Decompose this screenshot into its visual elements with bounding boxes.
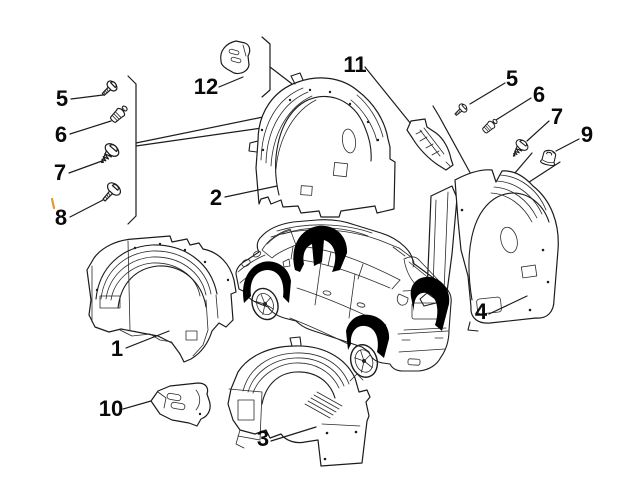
leader-1 xyxy=(125,330,170,349)
leader-12 xyxy=(218,76,244,88)
callout-8-left: 8 xyxy=(55,205,67,230)
callout-11: 11 xyxy=(343,52,366,77)
vehicle-illustration xyxy=(235,219,452,378)
leader-left-7 xyxy=(68,160,103,174)
rear-left-wheel xyxy=(349,344,379,378)
callout-2: 2 xyxy=(210,185,222,210)
rivet-clip-icon xyxy=(108,103,131,125)
part-1-details xyxy=(91,240,230,357)
part-4-details xyxy=(460,174,550,332)
leader-3 xyxy=(270,426,317,442)
part-3-rear-liner: 3 xyxy=(227,336,371,467)
part-2-front-liner: 2 xyxy=(210,72,396,218)
part-11-bracket-piece: 11 xyxy=(343,52,454,171)
leader-right-6 xyxy=(495,97,532,121)
front-right-arch-highlight xyxy=(293,225,348,272)
callout-5-left: 5 xyxy=(56,86,68,111)
leader-11 xyxy=(364,66,412,125)
callout-1: 1 xyxy=(111,336,123,361)
callout-9: 9 xyxy=(581,122,593,147)
leader-2 xyxy=(224,185,278,198)
part-12-bracket-piece: 12 xyxy=(194,40,251,99)
part-2-details xyxy=(248,72,384,196)
callout-7-left: 7 xyxy=(54,160,66,185)
left-fastener-group: 5 6 7 8 xyxy=(54,78,131,230)
cap-nut-icon xyxy=(539,148,559,168)
screw-icon xyxy=(452,101,470,119)
front-left-wheel xyxy=(251,287,279,321)
rear-left-arch-highlight xyxy=(346,314,390,358)
part-10-details xyxy=(157,389,202,416)
leader-right-7 xyxy=(526,120,550,142)
leader-left-6 xyxy=(69,120,112,135)
leader-left-5 xyxy=(70,94,104,100)
rear-right-arch-highlight xyxy=(410,276,450,331)
callout-3: 3 xyxy=(257,426,269,451)
part-4-rear-liner: 4 xyxy=(419,169,559,332)
car-body-outline xyxy=(235,219,452,372)
callout-12: 12 xyxy=(194,74,218,99)
leader-right-9 xyxy=(555,138,580,152)
callout-4: 4 xyxy=(475,299,488,324)
car-side-details xyxy=(289,261,387,345)
accent-tick-mark xyxy=(50,197,56,210)
part-11-details xyxy=(415,127,451,167)
callout-5-right: 5 xyxy=(506,66,518,91)
callout-7-right: 7 xyxy=(551,104,563,129)
part-10-bracket-piece: 10 xyxy=(99,382,211,427)
front-left-arch-highlight xyxy=(243,261,291,303)
callout-6-left: 6 xyxy=(55,122,67,147)
coarse-screw-icon xyxy=(95,140,122,169)
part-1-front-liner: 1 xyxy=(86,235,237,363)
washer-screw-icon xyxy=(97,179,124,206)
callout-6-right: 6 xyxy=(533,82,545,107)
right-fastener-group: 5 6 7 9 xyxy=(452,66,593,168)
callout-10: 10 xyxy=(99,396,123,421)
rivet-clip-icon xyxy=(480,116,500,135)
leader-right-5 xyxy=(469,82,506,105)
leader-4 xyxy=(488,295,528,315)
part-3-details xyxy=(228,336,364,461)
leader-left-8 xyxy=(69,199,104,218)
